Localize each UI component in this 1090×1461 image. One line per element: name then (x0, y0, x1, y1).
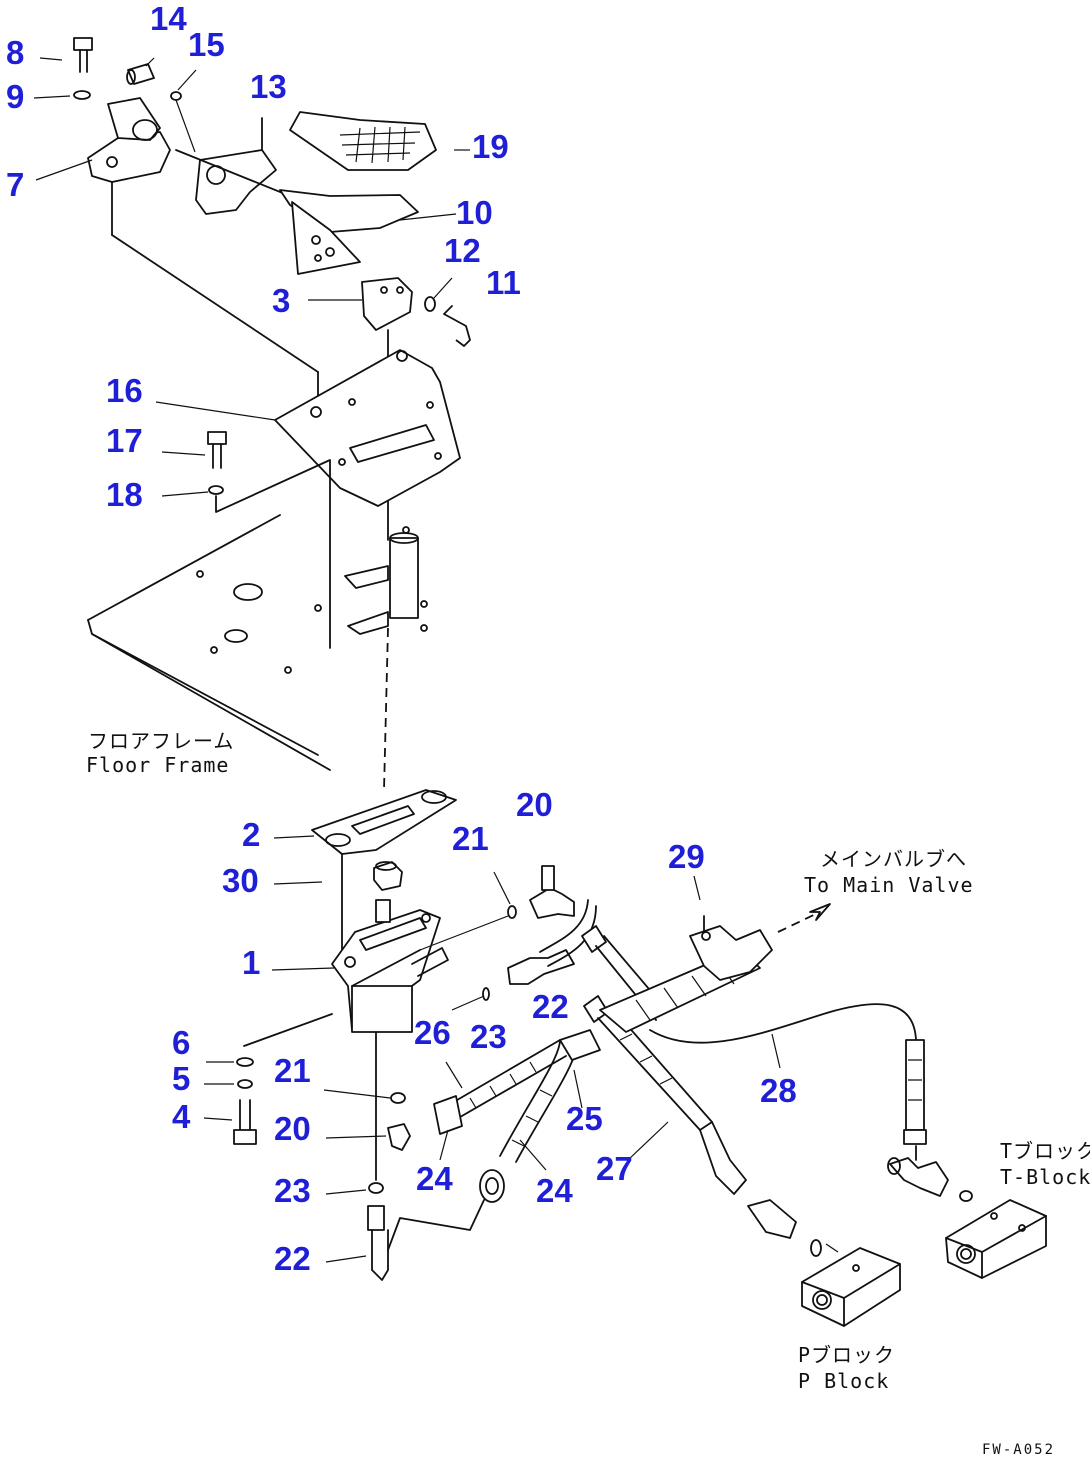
callout-21-lower: 21 (274, 1052, 311, 1089)
floor-plate-16-drawing (155, 349, 461, 507)
washer-5-drawing (237, 1079, 253, 1089)
callout-22-upper: 22 (532, 988, 569, 1025)
callout-20-upper: 20 (516, 786, 553, 823)
tube-22-upper-drawing (507, 899, 597, 985)
callout-11: 11 (486, 264, 521, 301)
nut-30-drawing (373, 861, 403, 891)
pin-14-drawing (126, 63, 155, 85)
callout-5: 5 (172, 1060, 190, 1097)
callout-6: 6 (172, 1024, 190, 1061)
hose-27-drawing (583, 995, 822, 1257)
callout-3: 3 (272, 282, 290, 319)
callout-16: 16 (106, 372, 143, 409)
hose-26-drawing (433, 1039, 567, 1135)
callout-8: 8 (6, 34, 24, 71)
tube-22-lower-drawing (367, 1199, 485, 1281)
center-dash-line (383, 627, 389, 791)
callout-24-right: 24 (536, 1172, 573, 1209)
t-block-fitting-drawing (887, 1145, 973, 1202)
bolt-4-drawing (233, 1099, 257, 1145)
text-notes: フロアフレーム Floor Frame メインバルブへ To Main Valv… (86, 729, 1090, 1458)
floor-frame-drawing (87, 469, 428, 771)
t-block-drawing (945, 1199, 1047, 1279)
p-block-drawing (801, 1247, 901, 1327)
callout-22-lower: 22 (274, 1240, 311, 1277)
clip-15-drawing (170, 91, 182, 101)
callout-19: 19 (472, 128, 509, 165)
pedal-plate-10-drawing (279, 189, 419, 275)
callout-1: 1 (242, 944, 260, 981)
pedal-assembly (33, 37, 471, 347)
bracket-7-drawing (87, 97, 171, 236)
callout-18: 18 (106, 476, 143, 513)
callout-25: 25 (566, 1100, 603, 1137)
callout-15: 15 (188, 26, 225, 63)
elbow-20-lower-drawing (387, 1123, 411, 1151)
bolt-8-drawing (73, 37, 93, 73)
callout-29: 29 (668, 838, 705, 875)
callout-28: 28 (760, 1072, 797, 1109)
hose-28-drawing (649, 1003, 927, 1145)
note-floor-frame-en: Floor Frame (86, 753, 229, 777)
note-p-block-jp: Pブロック (798, 1343, 895, 1367)
hose-25-drawing (499, 1029, 601, 1163)
callout-4: 4 (172, 1098, 191, 1135)
callout-21-upper: 21 (452, 820, 489, 857)
callout-27: 27 (596, 1150, 633, 1187)
washer-6-drawing (236, 1057, 254, 1067)
callout-26: 26 (414, 1014, 451, 1051)
callout-23-lower: 23 (274, 1172, 311, 1209)
callout-10: 10 (456, 194, 493, 231)
washer-18-drawing (208, 485, 224, 495)
fitting-24-lower-drawing (479, 1169, 505, 1203)
callout-numbers: 8 9 7 14 15 13 19 10 12 11 3 16 17 18 20… (6, 0, 797, 1277)
callout-24-left: 24 (416, 1160, 453, 1197)
elbow-20-upper-drawing (529, 865, 575, 919)
oring-21-upper-drawing (507, 905, 517, 919)
washer-12-drawing (424, 296, 436, 312)
callout-2: 2 (242, 816, 260, 853)
oring-23-upper-drawing (482, 987, 490, 1001)
leader-bracket-to-floor (111, 234, 319, 373)
callout-23-upper: 23 (470, 1018, 507, 1055)
lever-13-drawing (175, 117, 301, 215)
callout-7: 7 (6, 166, 24, 203)
oring-23-lower-drawing (368, 1182, 384, 1194)
callout-13: 13 (250, 68, 287, 105)
callout-30: 30 (222, 862, 259, 899)
note-t-block-en: T-Block (1000, 1165, 1090, 1189)
callout-9: 9 (6, 78, 24, 115)
bolt-11-drawing (443, 305, 471, 347)
drawing-code: FW-A052 (982, 1442, 1055, 1458)
line-29-drawing (581, 915, 773, 1033)
callout-20-lower: 20 (274, 1110, 311, 1147)
valve-body-1-drawing (331, 899, 449, 1033)
pedal-pad-19-drawing (289, 111, 437, 171)
callout-17: 17 (106, 422, 143, 459)
note-main-valve-en: To Main Valve (804, 873, 974, 897)
callout-12: 12 (444, 232, 481, 269)
block-3-drawing (361, 277, 413, 331)
note-floor-frame-jp: フロアフレーム (88, 729, 234, 753)
callout-14: 14 (150, 0, 187, 37)
plate-2-drawing (311, 789, 457, 855)
washer-9-drawing (73, 90, 91, 100)
note-t-block-jp: Tブロック (1000, 1139, 1090, 1163)
arrow-to-main-valve (809, 903, 831, 921)
oring-21-lower-drawing (390, 1092, 406, 1104)
bolt-17-drawing (207, 431, 227, 469)
note-p-block-en: P Block (798, 1369, 889, 1393)
note-main-valve-jp: メインバルブへ (820, 847, 967, 871)
